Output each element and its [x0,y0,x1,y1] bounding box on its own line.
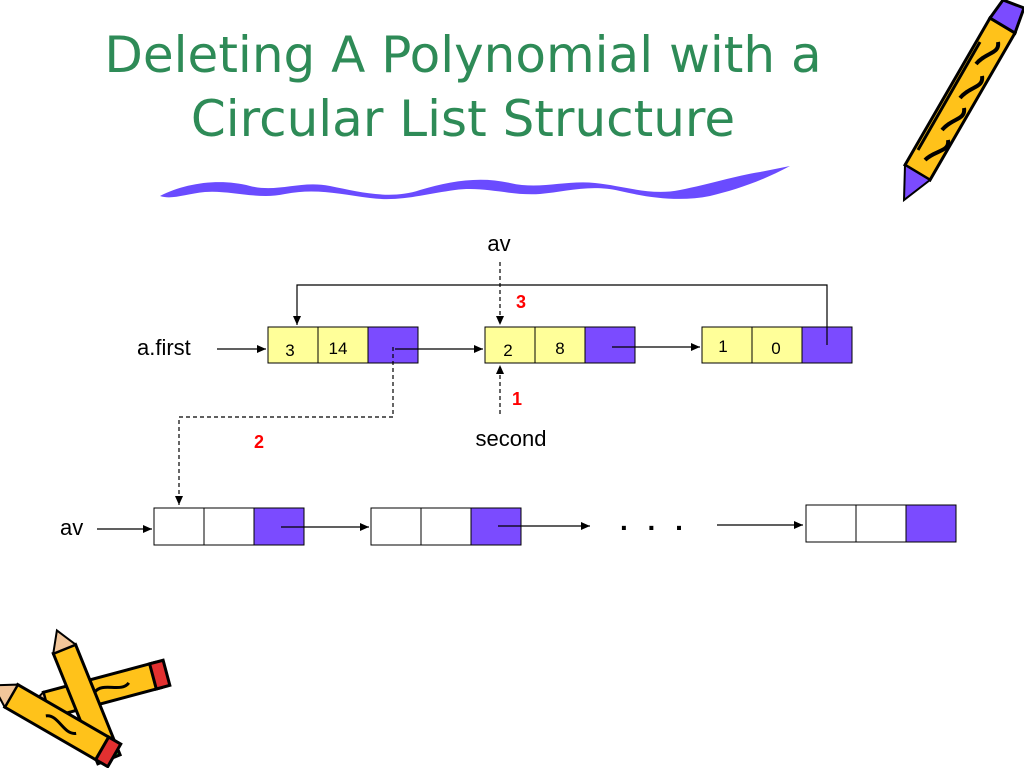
av-node-2 [370,507,522,546]
av-left-label: av [60,515,83,540]
node-1-coef: 3 [285,341,294,360]
circular-link-arrow [293,284,828,345]
a-first-label: a.first [137,335,191,360]
av-node-1 [153,507,305,546]
step-1-label: 1 [512,389,522,409]
av-node-last [805,504,957,543]
ellipsis-dots: . . . [620,505,689,536]
list-node-1: 3 14 [267,326,419,364]
pencils-icon-bottom-left [0,628,172,768]
node-2-exp: 8 [555,339,564,358]
step-2-label: 2 [254,432,264,452]
slide-title: Deleting A Polynomial with a Circular Li… [104,26,821,148]
node-3-coef: 1 [718,337,727,356]
pencil-icon-top-right [902,0,1024,203]
node-2-coef: 2 [503,341,512,360]
av-top-label: av [487,231,510,256]
second-label: second [476,426,547,451]
title-line-1: Deleting A Polynomial with a [104,26,821,84]
title-underline-squiggle [160,166,790,200]
node-3-exp: 0 [771,339,780,358]
list-node-3: 1 0 [701,326,853,364]
list-node-2: 2 8 [484,326,636,364]
node1-to-av-dashed-arrow [175,347,394,505]
title-line-2: Circular List Structure [191,90,735,148]
node-1-exp: 14 [329,339,348,358]
step-3-label: 3 [516,292,526,312]
